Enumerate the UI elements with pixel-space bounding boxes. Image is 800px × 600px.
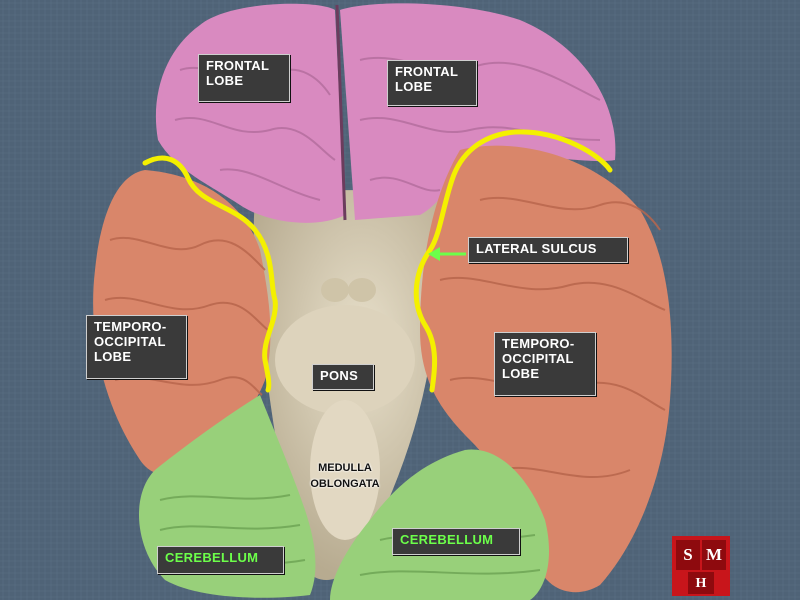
frontal-fissure — [335, 4, 347, 221]
cerebellum-right-shape — [330, 449, 550, 600]
mammillary-left — [321, 278, 349, 302]
temporo-occipital-left-label: TEMPORO- OCCIPITAL LOBE — [86, 315, 187, 379]
lateral-sulcus-arrowhead — [428, 247, 440, 261]
lateral-sulcus-label: LATERAL SULCUS — [468, 237, 628, 263]
frontal-lobe-left-label: FRONTAL LOBE — [198, 54, 290, 102]
temporo-occipital-right-label: TEMPORO- OCCIPITAL LOBE — [494, 332, 596, 396]
frontal-lobe-right-shape — [340, 3, 616, 220]
logo-letter-s: S — [683, 545, 693, 564]
cerebellum-right-label: CEREBELLUM — [392, 528, 520, 555]
smh-logo-mark — [672, 536, 730, 596]
frontal-lobe-right-label: FRONTAL LOBE — [387, 60, 477, 106]
medulla-region — [310, 400, 380, 540]
medulla-oblongata-label: MEDULLA OBLONGATA — [310, 462, 380, 490]
smh-logo: S M H — [672, 536, 730, 596]
lateral-sulcus-line-left — [142, 155, 278, 393]
logo-letter-m: M — [705, 545, 723, 564]
pons-label: PONS — [312, 364, 374, 390]
mammillary-right — [348, 278, 376, 302]
lateral-sulcus-line-right — [413, 129, 613, 393]
pons-region — [275, 305, 415, 415]
cerebellum-left-label: CEREBELLUM — [157, 546, 284, 574]
logo-letter-h: H — [695, 576, 707, 591]
